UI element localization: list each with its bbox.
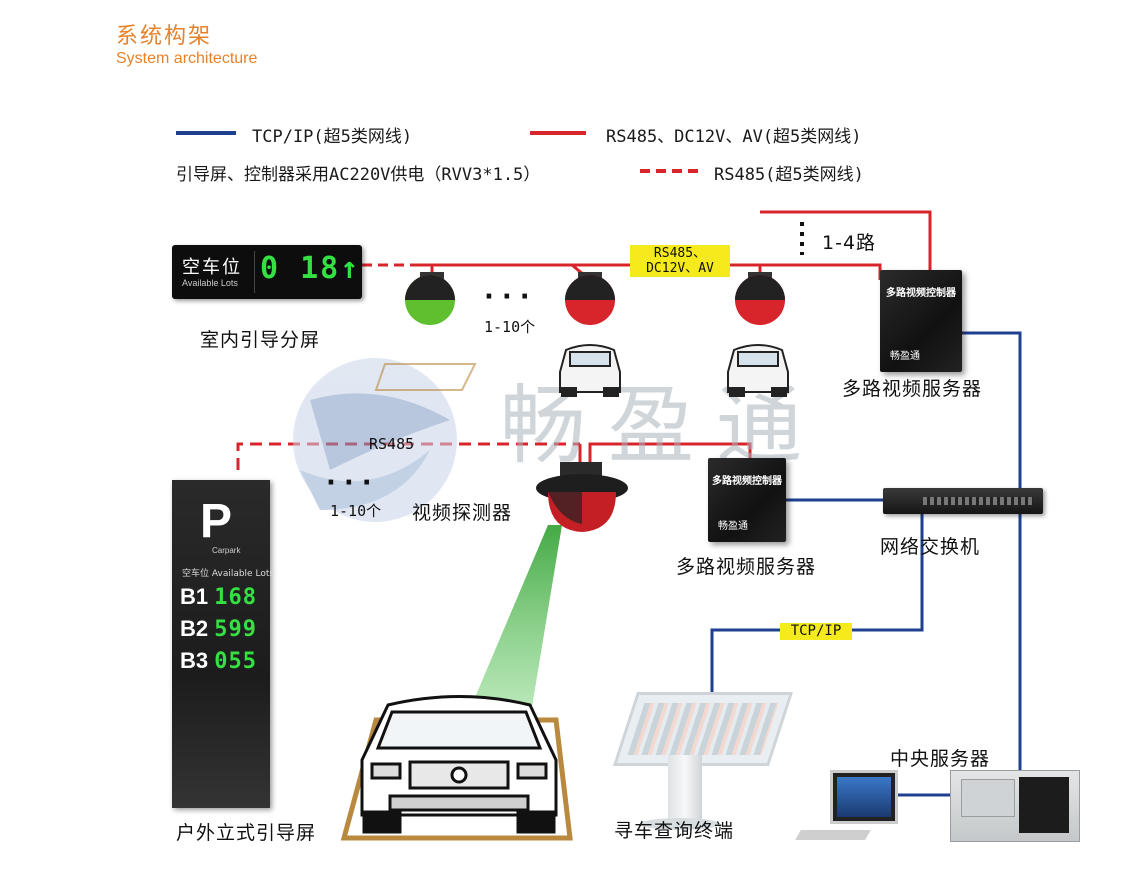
tag-line-2: DC12V、AV (646, 261, 714, 276)
indoor-sign-caption: 室内引导分屏 (200, 329, 321, 351)
video-detector-caption: 视频探测器 (412, 502, 513, 524)
indoor-guide-screen: 空车位 Available Lots 0 18↑ (172, 245, 362, 299)
dome-camera-icon (536, 462, 628, 532)
car-icon (727, 344, 789, 397)
kiosk-caption: 寻车查询终端 (614, 820, 735, 842)
level-count: 055 (214, 649, 257, 674)
video-server-mid-caption: 多路视频服务器 (676, 556, 817, 578)
top-ellipsis: ··· (484, 282, 538, 312)
logo-icon: 畅盈通 (890, 351, 920, 362)
available-lots-label: 空车位 Available Lots (182, 569, 275, 579)
page-title: 系统构架 (116, 24, 213, 49)
indoor-sign-divider (254, 251, 255, 293)
channels-label: 1-4路 (822, 232, 877, 254)
server-tower-icon (950, 770, 1080, 842)
detector-count-label: 1-10个 (330, 502, 382, 520)
outdoor-sign-caption: 户外立式引导屏 (176, 822, 317, 844)
rs485-dc12v-av-tag: RS485、 DC12V、AV (630, 245, 730, 277)
level-count: 168 (214, 585, 257, 610)
rs485-label: RS485 (369, 435, 415, 453)
level-name: B3 (180, 648, 209, 673)
keyboard-icon (795, 830, 871, 840)
network-switch (883, 488, 1043, 514)
kiosk-display (627, 703, 779, 755)
central-server-caption: 中央服务器 (890, 748, 991, 770)
video-server-top: 多路视频控制器 畅盈通 (880, 270, 962, 372)
level-name: B2 (180, 616, 209, 641)
level-count: 599 (214, 617, 257, 642)
level-row: B2 599 (180, 616, 257, 642)
tcp-ip-tag: TCP/IP (780, 623, 852, 640)
level-row: B3 055 (180, 648, 257, 674)
outdoor-guide-screen: P Carpark 空车位 Available Lots B1 168 B2 5… (172, 480, 274, 808)
computer-monitor-icon (830, 770, 898, 824)
level-name: B1 (180, 584, 209, 609)
kiosk-stand (668, 755, 702, 827)
network-switch-caption: 网络交换机 (880, 536, 981, 558)
logo-icon: 畅盈通 (718, 521, 748, 532)
legend-rs485-dashed-label: RS485(超5类网线) (714, 165, 864, 185)
switch-ports (923, 497, 1033, 505)
video-server-top-caption: 多路视频服务器 (842, 378, 983, 400)
detector-ellipsis: ··· (326, 468, 380, 498)
indoor-sign-count: 0 18↑ (260, 251, 361, 286)
kiosk-base (640, 818, 720, 830)
indicator-light-red-icon (565, 272, 615, 325)
legend-tcp-label: TCP/IP(超5类网线) (252, 127, 413, 147)
controller-title: 多路视频控制器 (712, 476, 782, 487)
legend-rs485-label: RS485、DC12V、AV(超5类网线) (606, 127, 862, 147)
watermark-logo-icon (293, 358, 457, 522)
car-icon (360, 695, 558, 834)
top-count-label: 1-10个 (484, 318, 536, 336)
carpark-label: Carpark (212, 546, 241, 555)
indicator-light-green-icon (405, 272, 455, 325)
level-row: B1 168 (180, 584, 257, 610)
video-server-mid: 多路视频控制器 畅盈通 (708, 458, 786, 542)
tag-line-1: RS485、 (653, 246, 707, 261)
indoor-sign-label-cn: 空车位 (182, 257, 242, 278)
controller-title: 多路视频控制器 (886, 288, 956, 299)
legend-power-note: 引导屏、控制器采用AC220V供电（RVV3*1.5） (176, 165, 541, 185)
page-subtitle: System architecture (116, 50, 258, 67)
kiosk-screen (612, 692, 794, 766)
parking-p-icon: P (200, 495, 233, 548)
indicator-light-red-icon (735, 272, 785, 325)
indoor-sign-label-en: Available Lots (182, 278, 238, 288)
car-icon (559, 344, 621, 397)
